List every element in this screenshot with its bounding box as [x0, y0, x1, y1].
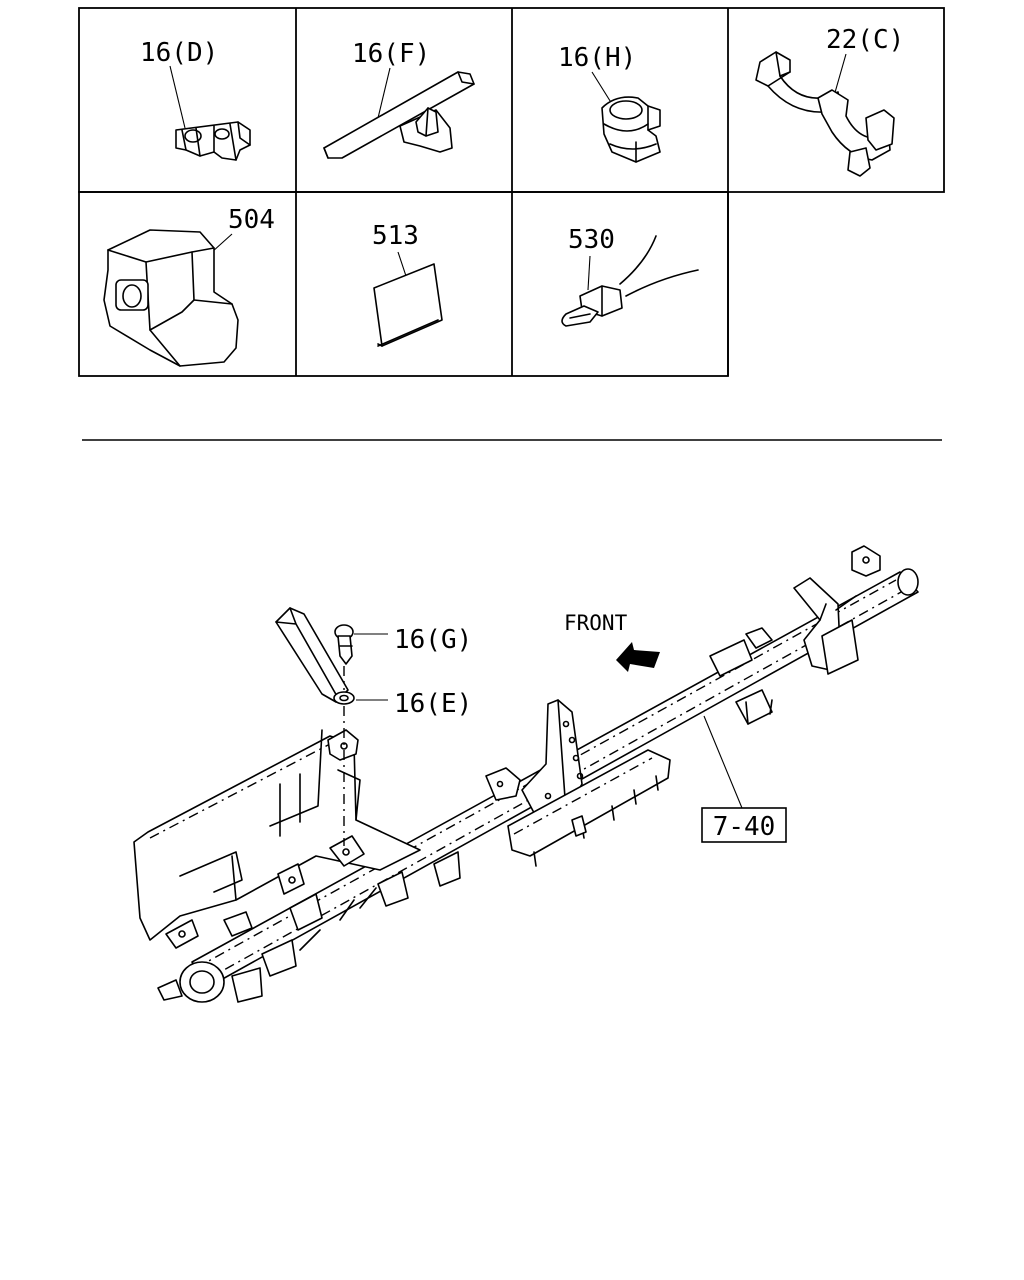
part-label-16f: 16(F): [352, 39, 430, 69]
callout-front: FRONT: [564, 611, 628, 635]
front-arrow-icon: [616, 642, 660, 672]
front-label: FRONT: [564, 611, 628, 635]
clip-16h-drawing: [601, 96, 661, 163]
clip-16d-drawing: [175, 121, 251, 161]
cell-clamp-22c: 22(C): [755, 25, 904, 177]
clip-16g-drawing: [334, 624, 354, 665]
strap-530-drawing: [561, 235, 699, 327]
callout-7-40: 7-40: [701, 715, 787, 843]
part-label-513: 513: [372, 221, 419, 251]
callout-label-16g: 16(G): [394, 625, 472, 655]
cover-504-drawing: [103, 229, 239, 367]
callout-16e: 16(E): [356, 689, 472, 719]
part-label-504: 504: [228, 205, 275, 235]
callout-label-16e: 16(E): [394, 689, 472, 719]
cross-beam-assembly: [133, 545, 919, 1003]
cell-clip-16f: 16(F): [323, 39, 475, 159]
harness-pipe: [275, 607, 349, 703]
parts-grid: [78, 7, 945, 377]
cell-strap-530: 530: [561, 225, 699, 327]
right-brackets: [709, 545, 881, 725]
part-label-22c: 22(C): [826, 25, 904, 55]
part-label-530: 530: [568, 225, 615, 255]
cell-pad-513: 513: [372, 221, 443, 347]
reference-box-label: 7-40: [713, 812, 776, 842]
pad-513-drawing: [373, 263, 443, 347]
callout-16g: 16(G): [354, 625, 472, 655]
clip-16f-drawing: [323, 71, 475, 159]
clamp-22c-drawing: [755, 51, 895, 177]
cell-clip-16d: 16(D): [140, 38, 251, 161]
harness-rail: [507, 749, 671, 867]
cell-cover-504: 504: [103, 205, 275, 367]
part-label-16h: 16(H): [558, 43, 636, 73]
part-label-16d: 16(D): [140, 38, 218, 68]
grommet-16e-drawing: [333, 691, 355, 705]
cell-clip-16h: 16(H): [558, 43, 661, 163]
